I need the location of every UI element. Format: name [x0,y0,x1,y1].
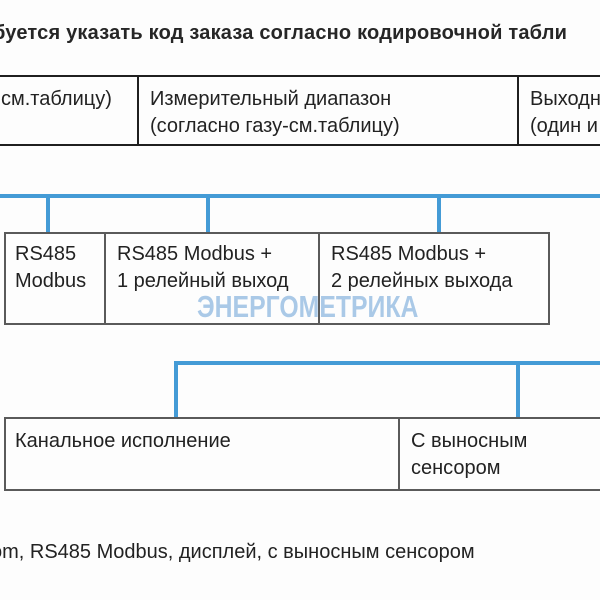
option-line: сенсором [411,457,501,479]
table-cell-measuring-range: Измерительный диапазон (согласно газу-см… [150,86,400,140]
watermark: ЭНЕРГОМЕТРИКА [197,289,419,324]
option-line: RS485 [15,243,77,265]
table-divider [517,75,519,146]
cell-line: Выходн [530,88,600,110]
connector-top-drop-1 [46,194,50,234]
cell-line: Измерительный диапазон [150,88,392,110]
mounting-options-row [4,417,600,491]
connector-bottom-horizontal [174,361,600,365]
option-line: RS485 Modbus + [331,243,487,265]
option-rs485-2-relay: RS485 Modbus + 2 релейных выхода [331,241,512,295]
connector-top-drop-2 [206,194,210,234]
option-line: С выносным [411,430,528,452]
cell-line: (один и [530,115,598,137]
connector-bottom-drop-2 [516,361,520,419]
option-line: 2 релейных выхода [331,270,513,292]
box-divider [104,232,106,325]
option-remote-sensor: С выносным сенсором [411,428,527,482]
option-line: RS485 Modbus + [117,243,273,265]
option-duct-version: Канальное исполнение [15,428,231,455]
connector-top-drop-3 [437,194,441,234]
output-options-row [4,232,550,325]
cell-line: (согласно газу-см.таблицу) [150,115,400,137]
box-divider [398,417,400,491]
option-rs485-1-relay: RS485 Modbus + 1 релейный выход [117,241,289,295]
option-line: Modbus [15,270,87,292]
box-divider [318,232,320,325]
page-title: буется указать код заказа согласно кодир… [0,22,568,44]
footer-text: om, RS485 Modbus, дисплей, с выносным се… [0,541,475,563]
table-cell-range-ref: см.таблицу) [1,86,112,113]
option-line: 1 релейный выход [117,270,289,292]
option-line: Канальное исполнение [15,430,231,452]
connector-top-horizontal [0,194,600,198]
option-rs485-modbus: RS485 Modbus [15,241,86,295]
cell-line: см.таблицу) [1,88,112,110]
table-cell-output: Выходн (один и [530,86,600,140]
table-divider [137,75,139,146]
spec-table [0,75,600,146]
connector-bottom-drop-1 [174,361,178,419]
